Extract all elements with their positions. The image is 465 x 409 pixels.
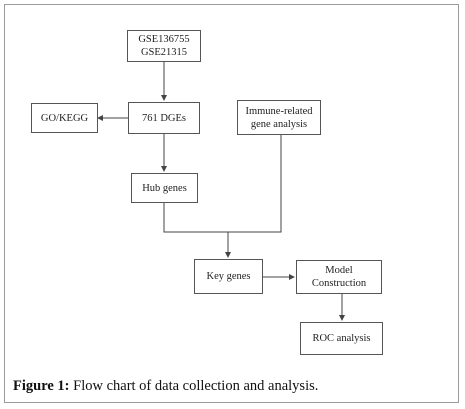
node-immune-analysis: Immune-related gene analysis [237, 100, 321, 135]
node-immune-line1: Immune-related [245, 105, 313, 117]
node-hub-genes: Hub genes [131, 173, 198, 203]
node-immune-line2: gene analysis [250, 118, 308, 130]
figure-caption-label: Figure 1: [13, 378, 70, 394]
node-datasets-line2: GSE21315 [140, 47, 188, 58]
node-hub-genes-label: Hub genes [142, 182, 187, 194]
figure-caption-text: Flow chart of data collection and analys… [69, 378, 319, 394]
node-key-genes-label: Key genes [206, 271, 251, 282]
edge-hub-genes-merge [163, 135, 282, 233]
node-roc-analysis: ROC analysis [300, 322, 383, 355]
node-datasets: GSE136755 GSE21315 [127, 30, 201, 62]
figure-caption: Figure 1: Flow chart of data collection … [13, 378, 318, 395]
node-go-kegg-label: GO/KEGG [40, 112, 89, 124]
node-datasets-line1: GSE136755 [138, 34, 190, 45]
node-model-line2: Construction [311, 278, 367, 289]
node-go-kegg: GO/KEGG [31, 103, 98, 133]
node-key-genes: Key genes [194, 259, 263, 294]
node-dges-label: 761 DGEs [141, 112, 187, 124]
node-roc-label: ROC analysis [312, 333, 371, 344]
node-dges: 761 DGEs [128, 102, 200, 134]
node-model-line1: Model [325, 265, 353, 276]
figure-frame [4, 4, 459, 403]
node-model-construction: Model Construction [296, 260, 382, 294]
